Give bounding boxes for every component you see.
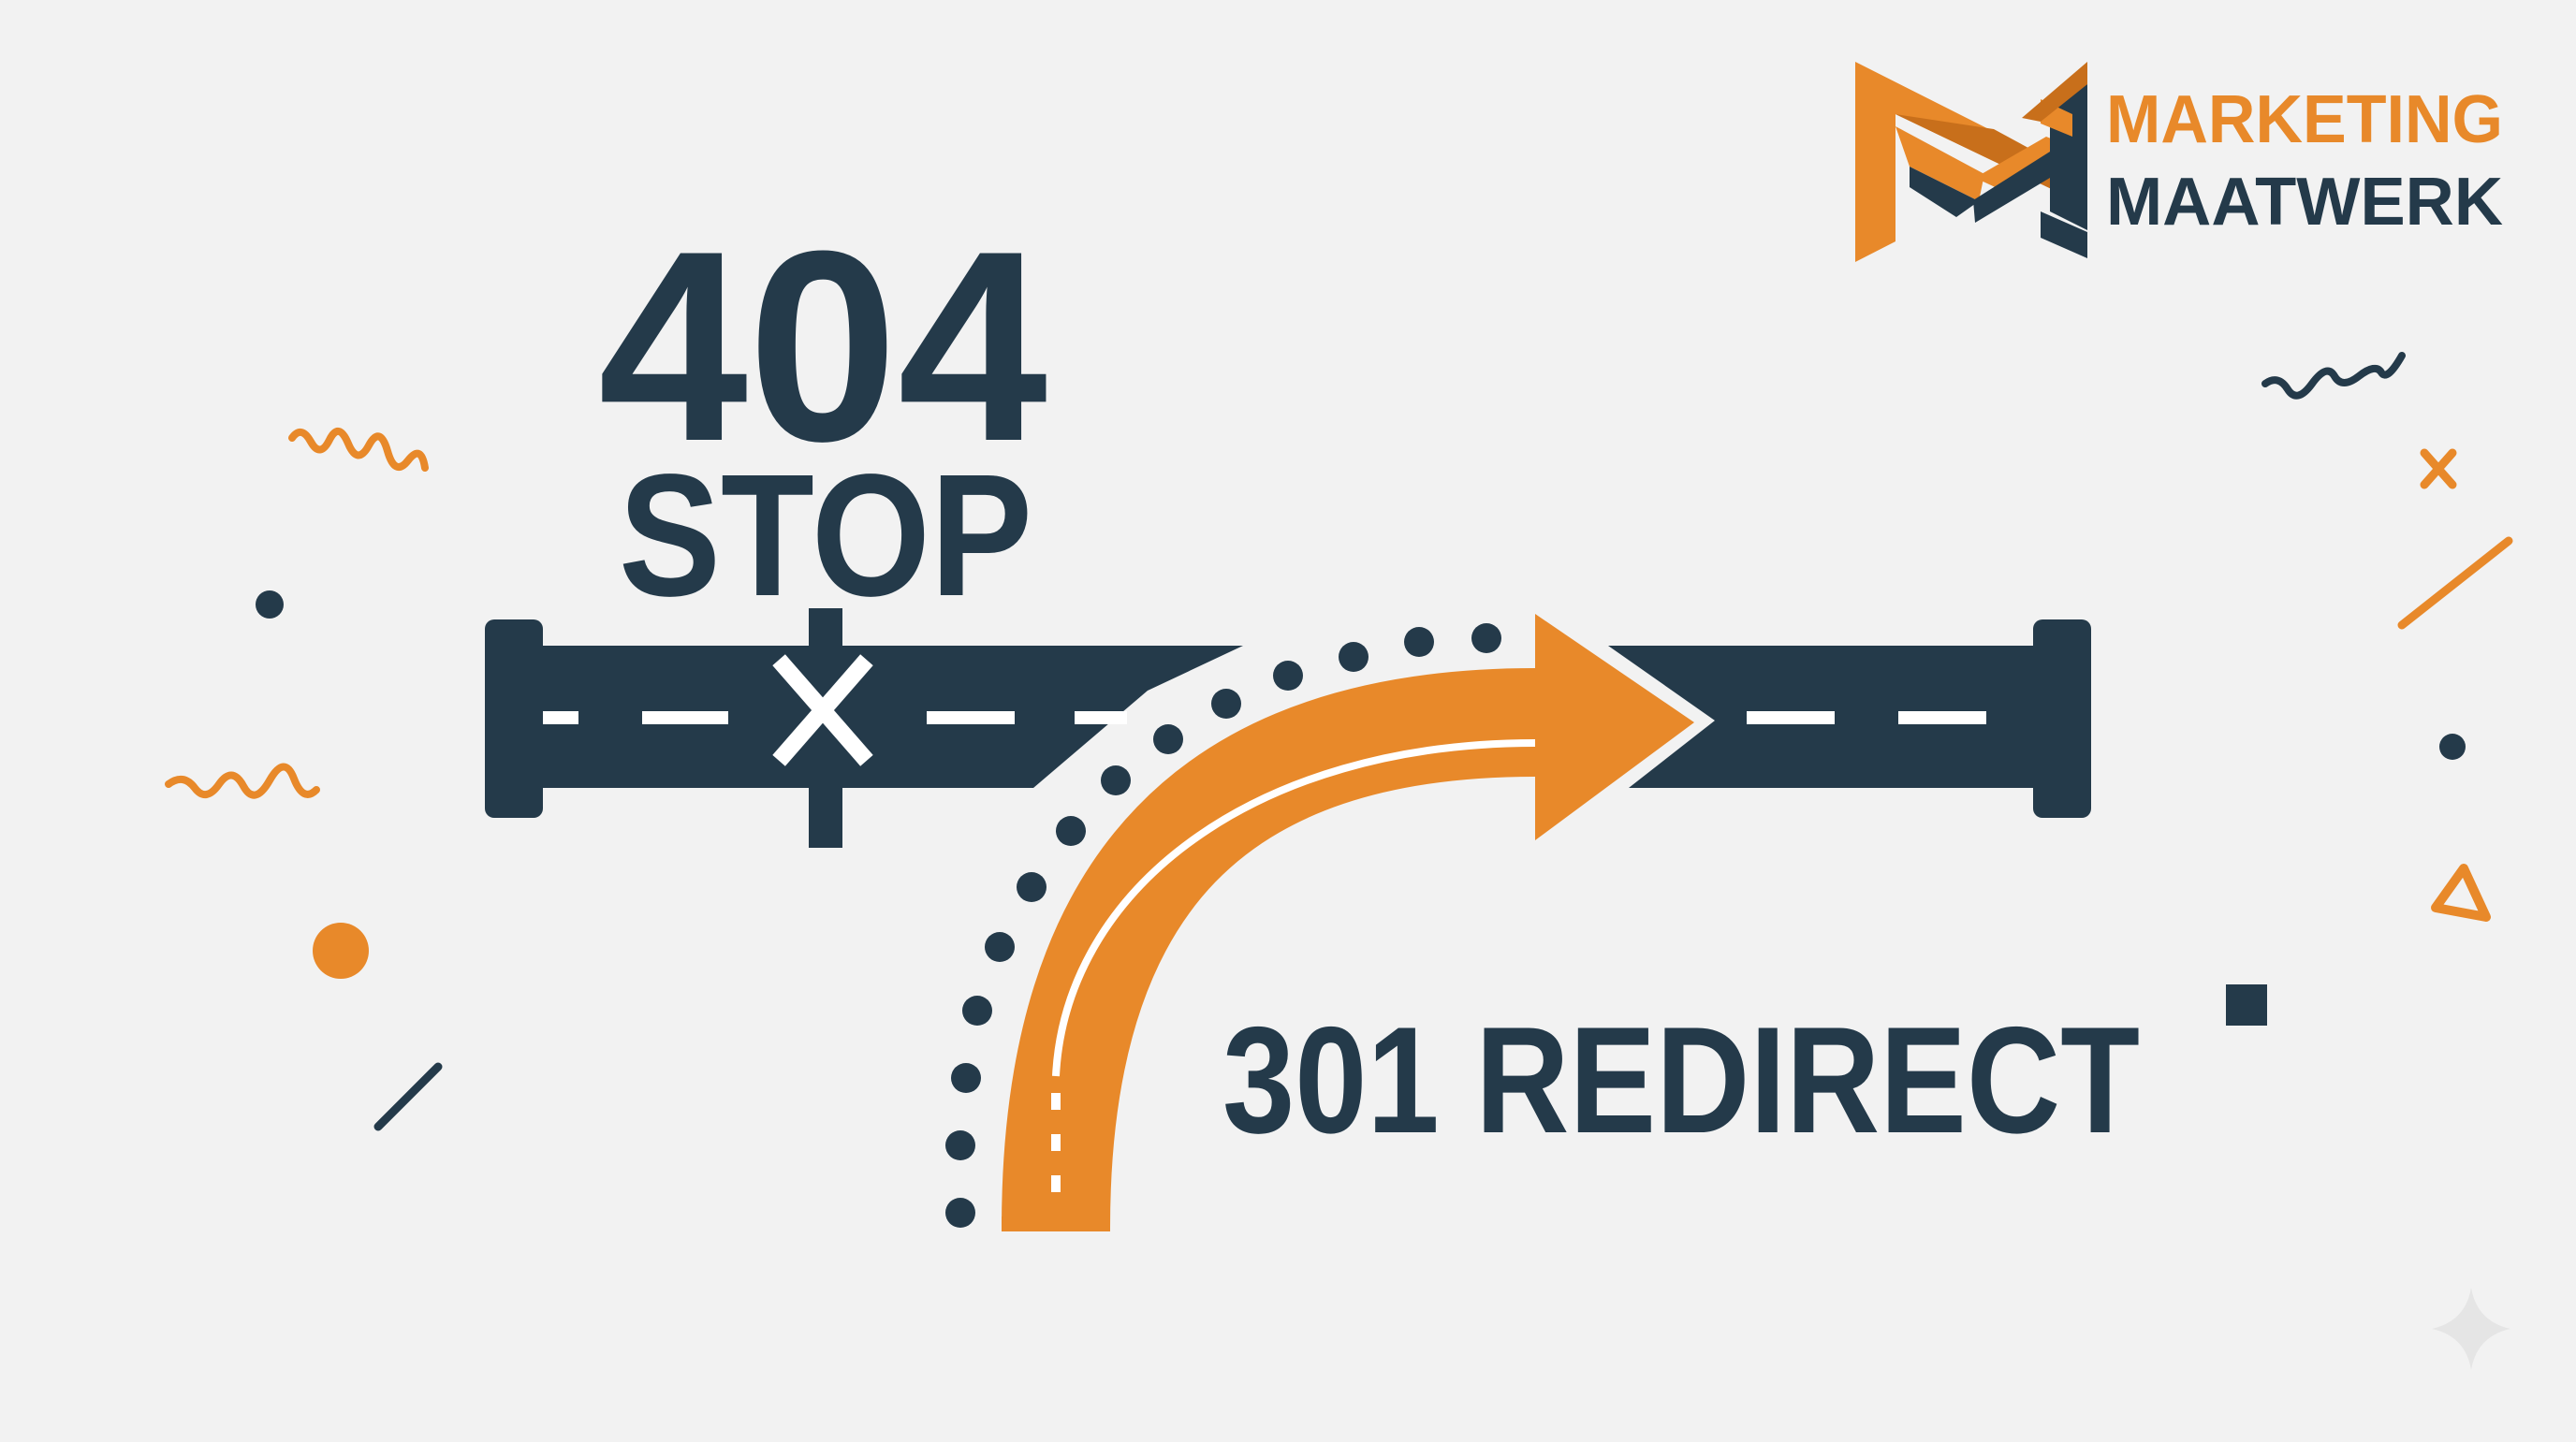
x-mark-icon [772,654,873,766]
decorations [165,352,2513,1131]
error-code: 404 [598,195,1049,498]
squiggle-orange-left-top [288,428,429,472]
dot-navy-right [2439,734,2466,760]
dotted-trail [945,623,1501,1228]
sparkle-icon [2432,1288,2510,1370]
blocked-road [485,608,1243,848]
redirect-label: 301 REDIRECT [1222,996,2140,1165]
road-left-body [543,646,1243,788]
dot-orange-left [313,923,369,979]
road-end-cap-right [2033,619,2091,818]
x-orange-right [2420,448,2457,489]
square-navy-right [2226,984,2267,1026]
dot-navy-left [256,590,284,619]
slash-orange-right [2397,536,2513,630]
curved-arrow-icon [1002,614,1694,1231]
road-end-cap-left [485,619,543,818]
arrow-shaft [1002,668,1536,1229]
m-logo-icon [1855,62,2087,262]
arrow-center-line [1052,739,1536,1077]
road-left-lane-markings [543,711,1127,724]
destination-road [1608,619,2091,818]
brand-logo: MARKETING MAATWERK [1855,62,2503,262]
logo-line-2: MAATWERK [2106,165,2503,240]
arrow-base [1002,1216,1110,1231]
stop-label: STOP [619,439,1032,633]
squiggle-orange-left-mid [165,763,320,799]
logo-line-1: MARKETING [2106,82,2503,157]
triangle-orange-right [2431,864,2491,922]
arrow-head [1535,614,1694,840]
squiggle-navy-right [2261,352,2406,400]
slash-navy-left [373,1062,443,1131]
road-right-lane-markings [1747,711,1986,724]
